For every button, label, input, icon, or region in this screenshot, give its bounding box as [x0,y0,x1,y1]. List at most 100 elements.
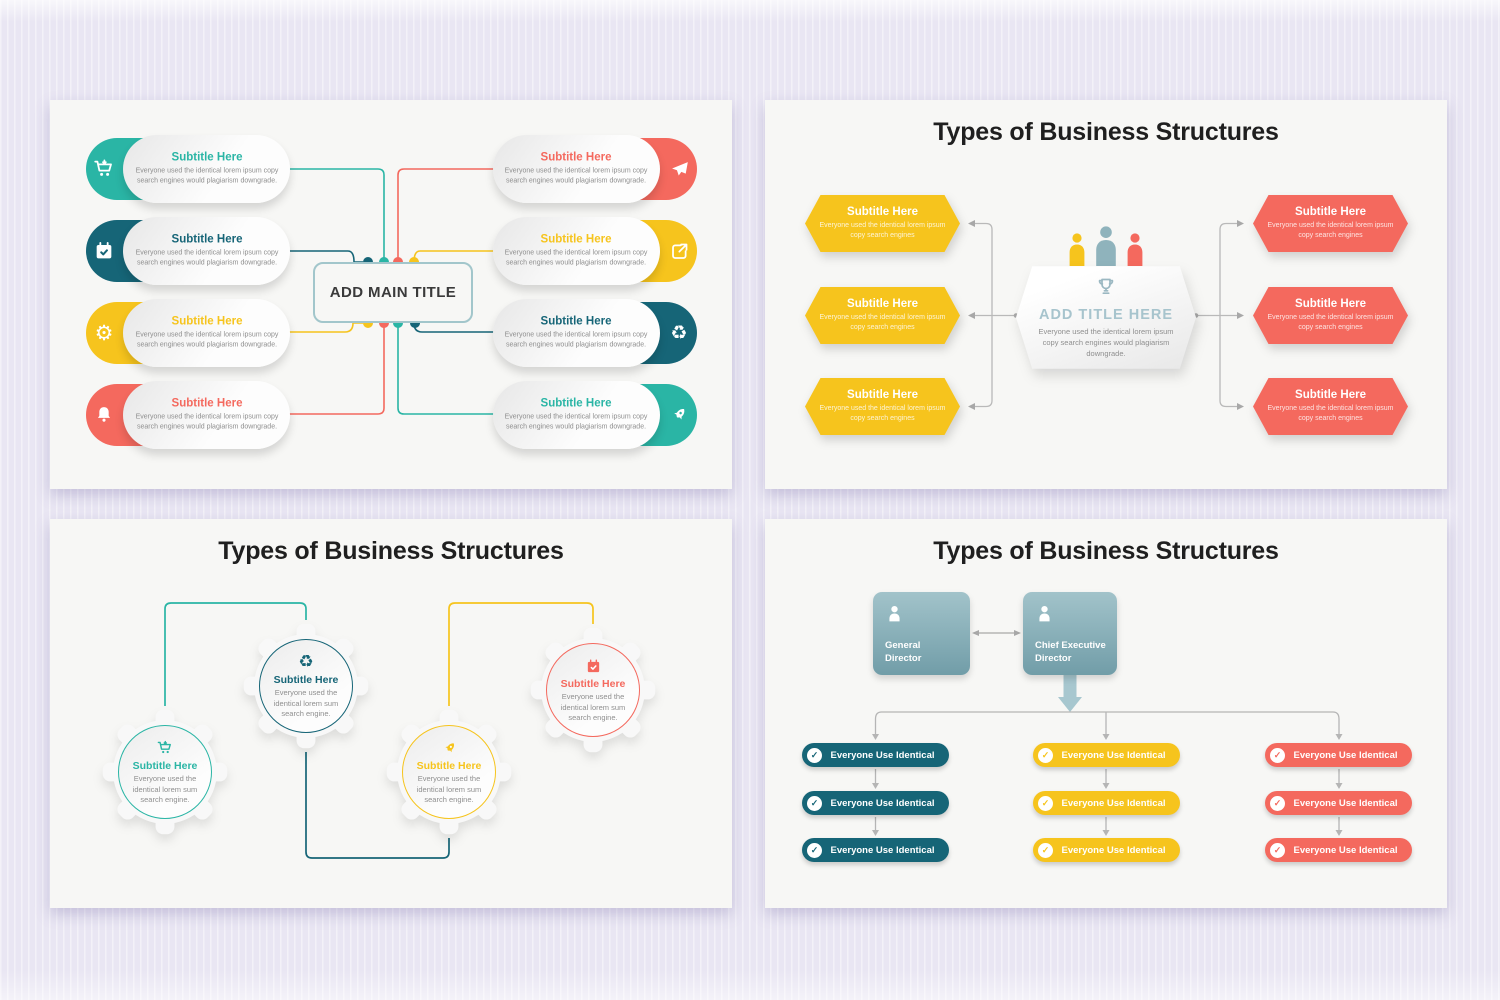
item-body: Everyone used the identical lorem ipsum … [504,331,648,349]
hex-body: Everyone used the identical lorem ipsum … [819,314,946,331]
mindmap-item: Subtitle Here Everyone used the identica… [86,217,290,285]
main-title: ADD MAIN TITLE [329,284,457,301]
slide-mindmap: ADD MAIN TITLE Subtitle Here Everyone us… [50,100,732,489]
person-icon [1035,604,1107,628]
item-title: Subtitle Here [171,315,243,328]
item-body: Everyone used the identical lorem ipsum … [135,331,279,349]
hex-title: Subtitle Here [1295,206,1366,219]
slide-title: Types of Business Structures [933,118,1279,146]
item-white-pill [123,135,290,203]
gear-body: Everyone used the identical lorem sum se… [560,692,626,723]
mindmap-item: Subtitle Here Everyone used the identica… [86,381,290,449]
hex-title: Subtitle Here [1295,389,1366,402]
org-pill-label: Everyone Use Identical [1061,797,1166,809]
cart-icon [156,738,174,758]
gear-body: Everyone used the identical lorem sum se… [132,774,198,805]
hex-title: Subtitle Here [1295,298,1366,311]
gear-icon: ⚙ [94,320,114,345]
hex-item: Subtitle Here Everyone used the identica… [805,378,960,435]
item-white-pill [493,381,660,449]
item-title: Subtitle Here [171,397,243,410]
item-body: Everyone used the identical lorem ipsum … [135,167,279,185]
person-icon [885,604,960,628]
item-white-pill [123,217,290,285]
calendar-check-icon [91,238,117,264]
hex-item: Subtitle Here Everyone used the identica… [805,287,960,344]
mindmap-item: Subtitle Here Everyone used the identica… [86,135,290,203]
gear-item: ♻ Subtitle Here Everyone used the identi… [240,620,372,752]
check-circle-icon: ✓ [807,842,822,858]
item-title: Subtitle Here [540,315,612,328]
check-circle-icon: ✓ [807,747,822,763]
share-icon [666,238,692,264]
item-body: Everyone used the identical lorem ipsum … [135,249,279,267]
item-white-pill [493,135,660,203]
gear-connectors [164,602,594,859]
org-pill: ✓ Everyone Use Identical [802,838,949,862]
gear-item: Subtitle Here Everyone used the identica… [527,624,659,756]
org-pill: ✓ Everyone Use Identical [1265,791,1412,815]
item-title: Subtitle Here [540,151,612,164]
item-body: Everyone used the identical lorem ipsum … [504,167,648,185]
trophy-icon [1094,275,1118,304]
check-circle-icon: ✓ [1270,747,1285,763]
rocket-icon [441,738,458,758]
gear-title: Subtitle Here [132,760,198,773]
mindmap-item: Subtitle Here Everyone used the identica… [493,135,697,203]
center-title: ADD TITLE HERE [1038,307,1174,324]
big-down-arrow [1058,675,1082,712]
people-group-icon [1065,226,1147,266]
org-pill-label: Everyone Use Identical [1293,749,1398,761]
hex-title: Subtitle Here [847,298,918,311]
hex-body: Everyone used the identical lorem ipsum … [1267,314,1394,331]
gear-body: Everyone used the identical lorem sum se… [273,688,339,719]
gear-item: Subtitle Here Everyone used the identica… [99,706,231,838]
org-pill: ✓ Everyone Use Identical [1265,838,1412,862]
calendar-check-icon [585,656,602,676]
hexagon-connectors [968,220,1244,410]
check-circle-icon: ✓ [807,795,822,811]
org-pill: ✓ Everyone Use Identical [1033,743,1180,767]
gear-title: Subtitle Here [416,760,482,773]
cart-icon [91,156,117,182]
org-box-label: Chief Executive Director [1035,640,1106,664]
bell-icon [91,402,117,428]
org-pill-label: Everyone Use Identical [1293,797,1398,809]
hex-title: Subtitle Here [847,206,918,219]
item-body: Everyone used the identical lorem ipsum … [135,413,279,431]
recycle-icon: ♻ [670,321,688,344]
item-title: Subtitle Here [540,233,612,246]
item-title: Subtitle Here [540,397,612,410]
hex-body: Everyone used the identical lorem ipsum … [819,222,946,239]
org-pill-label: Everyone Use Identical [1061,749,1166,761]
org-pill: ✓ Everyone Use Identical [802,743,949,767]
paper-plane-icon [666,156,692,182]
org-pill-label: Everyone Use Identical [830,749,935,761]
item-white-pill [123,381,290,449]
org-pill: ✓ Everyone Use Identical [802,791,949,815]
org-pill-label: Everyone Use Identical [830,797,935,809]
org-chart-connectors [872,630,1343,836]
slide-gears: Types of Business Structures Subtitle He… [50,519,732,908]
item-title: Subtitle Here [171,151,243,164]
main-title-box: ADD MAIN TITLE [313,262,473,323]
check-circle-icon: ✓ [1270,842,1285,858]
hex-body: Everyone used the identical lorem ipsum … [819,405,946,422]
item-body: Everyone used the identical lorem ipsum … [504,249,648,267]
org-pill: ✓ Everyone Use Identical [1033,791,1180,815]
org-box-general-director: General Director [873,592,970,675]
gear-title: Subtitle Here [560,678,626,691]
check-circle-icon: ✓ [1038,795,1053,811]
gear-body: Everyone used the identical lorem sum se… [416,774,482,805]
hex-body: Everyone used the identical lorem ipsum … [1267,405,1394,422]
center-hexagon: ADD TITLE HERE Everyone used the identic… [1016,263,1196,372]
item-title: Subtitle Here [171,233,243,246]
hex-item: Subtitle Here Everyone used the identica… [1253,378,1408,435]
org-box-chief-executive-director: Chief Executive Director [1023,592,1117,675]
mindmap-item: Subtitle Here Everyone used the identica… [493,217,697,285]
check-circle-icon: ✓ [1038,747,1053,763]
hex-body: Everyone used the identical lorem ipsum … [1267,222,1394,239]
slide-title: Types of Business Structures [218,537,564,565]
slide-org-chart: Types of Business Structures General Dir… [765,519,1447,908]
